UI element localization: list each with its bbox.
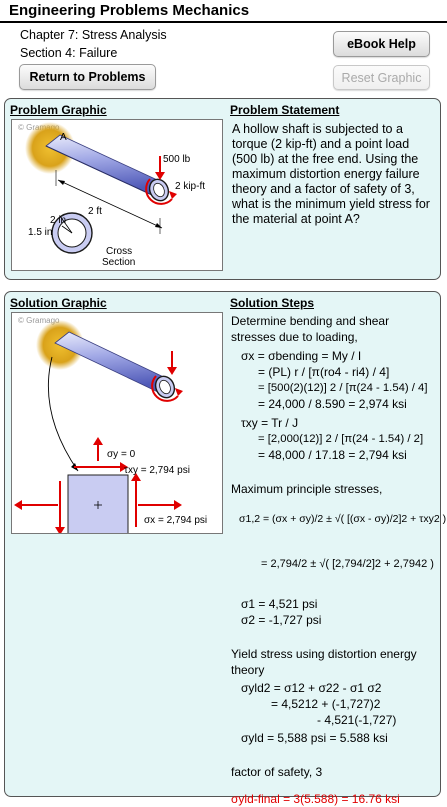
step-line: σyld = 5,588 psi = 5.588 ksi [241, 731, 388, 745]
section-label: Section 4: Failure [20, 46, 118, 60]
solution-panel: Solution Graphic Solution Steps © Gramag… [4, 291, 446, 806]
sigma-y-label: σy = 0 [107, 449, 136, 460]
torque-label: 2 kip-ft [175, 181, 205, 192]
outer-dim-label: 2 in [50, 215, 66, 226]
problem-graphic-heading: Problem Graphic [10, 103, 107, 117]
step-line: = [2,000(12)] 2 / [π(24 - 1.54) / 2] [258, 433, 424, 445]
point-a-label: A [60, 132, 67, 143]
step-line: = (PL) r / [π(ro4 - ri4) / 4] [258, 365, 390, 379]
copyright-text: © Gramago [18, 316, 60, 325]
step-line: σ1,2 = (σx + σy)/2 ± √( [(σx - σy)/2]2 +… [239, 513, 447, 525]
reset-graphic-button[interactable]: Reset Graphic [333, 65, 430, 90]
step-line: = 48,000 / 17.18 = 2,794 ksi [258, 448, 407, 462]
step-line: theory [231, 663, 265, 677]
stress-element-diagram: σy = 0 τxy = 2,794 psi σx = 2,794 psi [14, 320, 207, 533]
return-to-problems-button[interactable]: Return to Problems [19, 64, 156, 90]
step-line: = [500(2)(12)] 2 / [π(24 - 1.54) / 4] [258, 382, 428, 394]
problem-statement-text: A hollow shaft is subjected to a torque … [232, 122, 430, 226]
step-line: τxy = Tr / J [241, 416, 299, 430]
step-line: σ1 = 4,521 psi [241, 597, 318, 611]
step-line: = 4,5212 + (-1,727)2 [271, 697, 381, 711]
step-line: = 2,794/2 ± √( [2,794/2]2 + 2,7942 ) [261, 558, 434, 570]
shaft-diagram: A 500 lb 2 kip-ft 2 ft 2 in 1.5 in Cross… [25, 122, 205, 268]
problem-statement-heading: Problem Statement [230, 103, 340, 117]
step-line: σ2 = -1,727 psi [241, 613, 322, 627]
step-line: factor of safety, 3 [231, 765, 323, 779]
problem-figure: © Gramago [11, 119, 223, 271]
step-line: σyld2 = σ12 + σ22 - σ1 σ2 [241, 681, 382, 695]
cross-label: Cross [106, 246, 132, 257]
tau-xy-label: τxy = 2,794 psi [124, 465, 190, 476]
solution-graphic-heading: Solution Graphic [10, 296, 107, 310]
step-line: Yield stress using distortion energy [231, 647, 417, 661]
title-divider [0, 21, 447, 23]
step-line: Maximum principle stresses, [231, 482, 383, 496]
section-caption: Section [102, 257, 135, 268]
chapter-label: Chapter 7: Stress Analysis [20, 28, 167, 42]
step-line: = 24,000 / 8.590 = 2,974 ksi [258, 397, 407, 411]
step-line: - 4,521(-1,727) [317, 713, 397, 727]
problem-panel: Problem Graphic Problem Statement © Gram… [4, 98, 441, 280]
app-title: Engineering Problems Mechanics [9, 2, 250, 19]
step-line: σx = σbending = My / I [241, 349, 362, 363]
solution-steps-heading: Solution Steps [230, 296, 314, 310]
load-label: 500 lb [163, 154, 191, 165]
solution-figure: © Gramago [11, 312, 223, 534]
step-line: stresses due to loading, [231, 330, 358, 344]
inner-dim-label: 1.5 in [28, 227, 52, 238]
step-line: Determine bending and shear [231, 314, 390, 328]
sigma-x-label: σx = 2,794 psi [144, 515, 207, 526]
length-label: 2 ft [88, 206, 102, 217]
ebook-help-button[interactable]: eBook Help [333, 31, 430, 57]
